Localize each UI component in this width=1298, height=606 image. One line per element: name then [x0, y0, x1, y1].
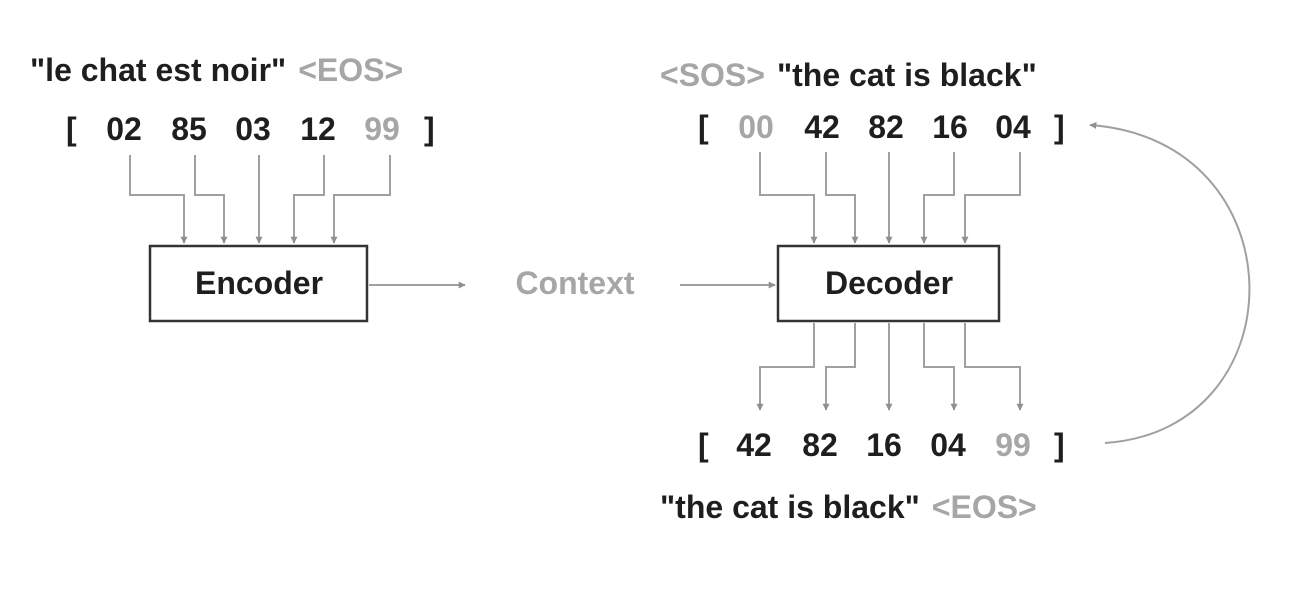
encoder-token: 02	[106, 111, 142, 147]
decoder-input-sentence: <SOS> "the cat is black"	[660, 57, 1037, 93]
decoder-output-eos-token: 99	[995, 427, 1031, 463]
decoder-wire	[920, 152, 955, 244]
encoder-wire	[194, 155, 228, 244]
decoder-output-token: 16	[866, 427, 902, 463]
close-bracket: ]	[1054, 109, 1065, 145]
context-label: Context	[515, 265, 634, 301]
encoder-token: 03	[235, 111, 271, 147]
encoder-token: 85	[171, 111, 207, 147]
decoder-block	[776, 244, 1001, 323]
decoder-box: Decoder	[776, 244, 1001, 323]
open-bracket: [	[66, 111, 77, 147]
eos-token-label: <EOS>	[932, 489, 1037, 525]
decoder-input-wires	[759, 152, 1021, 244]
encoder-eos-token: 99	[364, 111, 400, 147]
close-bracket: ]	[424, 111, 435, 147]
decoder-label: Decoder	[825, 265, 953, 301]
svg-text:"the cat is black"<EOS>: "the cat is black" <EOS>	[660, 489, 1037, 525]
decoder-output-wire	[822, 323, 856, 411]
decoder-input-token: 16	[932, 109, 968, 145]
encoder-input-sentence: "le chat est noir" <EOS>	[30, 52, 403, 88]
english-output-sentence: "the cat is black"	[660, 489, 920, 525]
decoder-wire	[759, 152, 818, 244]
close-bracket: ]	[1054, 427, 1065, 463]
feedback-loop-arrow	[1089, 121, 1251, 444]
english-sentence: "the cat is black"	[777, 57, 1037, 93]
decoder-input-token: 42	[804, 109, 840, 145]
eos-token-label: <EOS>	[298, 52, 403, 88]
decoder-output-wire	[923, 323, 958, 411]
encoder-input-wires	[129, 155, 391, 244]
encoder-wire	[129, 155, 188, 244]
french-sentence: "le chat est noir"	[30, 52, 286, 88]
decoder-output-sentence: "the cat is black" <EOS>	[660, 489, 1037, 525]
decoder-output-wire	[756, 323, 815, 411]
open-bracket: [	[698, 427, 709, 463]
encoder-box: Encoder	[148, 244, 369, 323]
decoder-output-token: 04	[930, 427, 966, 463]
decoder-output-token: 82	[802, 427, 838, 463]
open-bracket: [	[698, 109, 709, 145]
encoder-label: Encoder	[195, 265, 323, 301]
decoder-output-token: 42	[736, 427, 772, 463]
decoder-input-token: 82	[868, 109, 904, 145]
encoder-wire	[330, 155, 391, 244]
decoder-output-wire	[964, 323, 1024, 411]
encoder-wire	[290, 155, 325, 244]
encoder-token: 12	[300, 111, 336, 147]
svg-text:"le chat est noir"<EOS>: "le chat est noir" <EOS>	[30, 52, 403, 88]
sos-token-label: <SOS>	[660, 57, 765, 93]
decoder-wire	[961, 152, 1021, 244]
decoder-wire	[825, 152, 859, 244]
decoder-input-token-array: [ 00 42 82 16 04 ]	[698, 109, 1065, 145]
decoder-output-wires	[756, 323, 1024, 411]
decoder-input-token: 04	[995, 109, 1031, 145]
decoder-sos-token: 00	[738, 109, 774, 145]
svg-text:<SOS>"the cat is black": <SOS> "the cat is black"	[660, 57, 1037, 93]
encoder-token-array: [ 02 85 03 12 99 ]	[66, 111, 435, 147]
decoder-output-token-array: [ 42 82 16 04 99 ]	[698, 427, 1065, 463]
encoder-block	[148, 244, 369, 323]
